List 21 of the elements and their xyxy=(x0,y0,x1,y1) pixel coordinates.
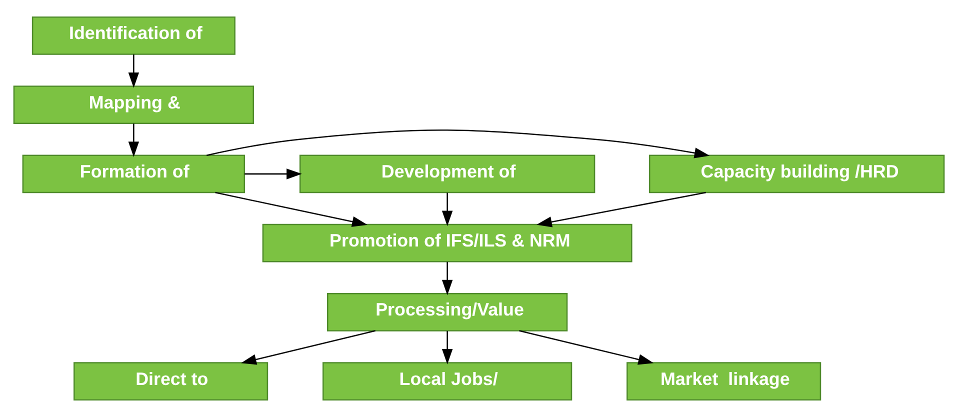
node-box: Mapping & xyxy=(13,85,254,124)
node-box: Local Jobs/ xyxy=(322,362,572,400)
arrow xyxy=(442,261,453,295)
arrow xyxy=(442,192,453,226)
arrow xyxy=(128,123,140,156)
node-box: Development of xyxy=(299,154,596,193)
arrow xyxy=(244,168,302,179)
arrow xyxy=(215,191,368,226)
node-box: Identification of xyxy=(32,16,236,54)
node-box: Promotion of IFS/ILS & NRM xyxy=(262,223,632,262)
node-box: Market linkage xyxy=(626,362,822,400)
node-box: Formation of xyxy=(22,154,246,193)
arrow xyxy=(536,191,706,227)
arrow xyxy=(442,330,453,364)
node-box: Processing/Value xyxy=(326,292,568,331)
arrow xyxy=(128,54,140,88)
arrow xyxy=(240,330,376,364)
arrow xyxy=(206,129,710,158)
arrow xyxy=(519,330,654,364)
node-box: Direct to xyxy=(74,362,268,400)
node-box: Capacity building /HRD xyxy=(648,154,945,193)
